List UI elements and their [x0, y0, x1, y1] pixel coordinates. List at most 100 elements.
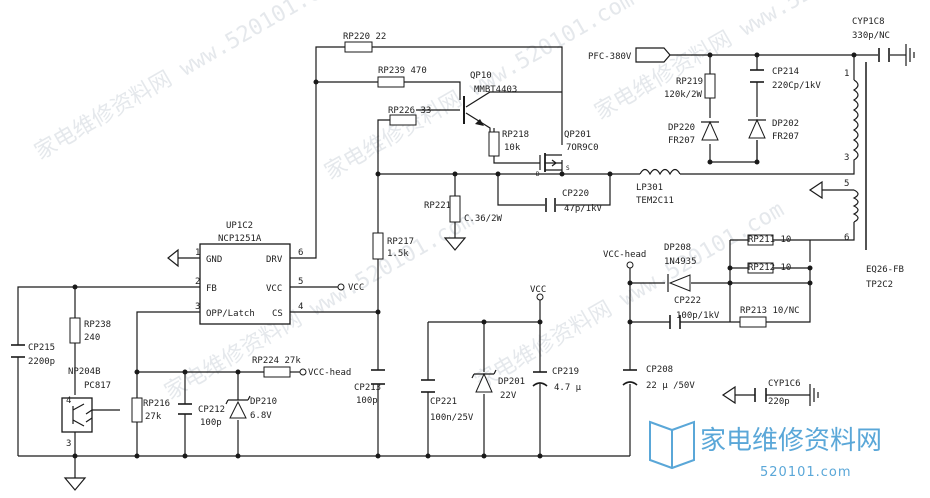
- label-vcc-head-right: VCC-head: [603, 250, 646, 260]
- label-cp219: CP219: [552, 367, 579, 377]
- label-cp221-val: 100n/25V: [430, 413, 474, 423]
- label-rp218-val: 10k: [504, 143, 521, 153]
- label-cp215: CP215: [28, 343, 55, 353]
- capacitor-cp215: [11, 344, 25, 358]
- label-dp201: DP201: [498, 377, 525, 387]
- label-rp219: RP219: [676, 77, 703, 87]
- label-drain-d: D: [536, 171, 540, 178]
- label-ic-drv: DRV: [266, 255, 283, 265]
- brand-url: 520101.com: [760, 465, 852, 480]
- label-cp208: CP208: [646, 365, 673, 375]
- ground-cyp106: [721, 385, 736, 405]
- label-cp221: CP221: [430, 397, 457, 407]
- label-rp239: RP239 470: [378, 66, 427, 76]
- resistor-rp224: [263, 366, 291, 378]
- capacitor-cp212: [178, 403, 192, 415]
- diode-dp210-zener: [225, 395, 251, 419]
- transformer-primary-winding: [852, 79, 859, 165]
- ground-ic-gnd: [167, 248, 179, 268]
- resistor-rp220: [344, 41, 373, 53]
- label-rp217: RP217: [387, 237, 414, 247]
- label-dp208: DP208: [664, 243, 691, 253]
- resistor-rp216: [131, 397, 143, 423]
- earth-cyp106: [809, 384, 819, 406]
- label-cyp108: CYP1C8: [852, 17, 885, 27]
- inductor-lp301: [639, 168, 681, 176]
- label-vcc-head-left: VCC-head: [308, 368, 351, 378]
- capacitor-cp220: [545, 198, 556, 212]
- label-qp201: QP201: [564, 130, 591, 140]
- label-cp212-val: 100p: [200, 418, 222, 428]
- ground-aux-winding: [808, 180, 823, 200]
- label-cyp106: CYP1C6: [768, 379, 801, 389]
- optocoupler-np204b: [61, 397, 93, 433]
- label-up102-part: NCP1251A: [218, 234, 262, 244]
- transformer-aux-winding: [852, 189, 859, 223]
- resistor-rp211: [747, 234, 774, 246]
- label-ic-gnd: GND: [206, 255, 222, 265]
- brand-name: 家电维修资料网: [700, 426, 882, 456]
- resistor-rp221: [449, 195, 461, 223]
- background-watermark: 家电维修资料网 www.520101.com 家电维修资料网 www.52010…: [31, 0, 909, 405]
- label-rp218: RP218: [502, 130, 529, 140]
- label-cp208-val: 22 μ /50V: [646, 381, 695, 391]
- label-pin5: 5: [844, 179, 849, 189]
- resistor-rp212: [747, 262, 774, 274]
- transistor-qp10: [463, 96, 484, 126]
- label-dp201-val: 22V: [500, 391, 517, 401]
- label-ic-cs: CS: [272, 309, 283, 319]
- label-rp211: RP211 10: [748, 235, 791, 245]
- pfc-input-connector: [635, 47, 671, 63]
- label-drain-s: S: [566, 165, 570, 172]
- label-vcc-top: VCC: [530, 285, 546, 295]
- label-lp301-part: TEM2C11: [636, 196, 674, 206]
- label-rp216-val: 27k: [145, 412, 162, 422]
- label-opto-pin3: 3: [66, 439, 71, 449]
- label-rp216: RP216: [143, 399, 170, 409]
- diode-dp208: [667, 274, 691, 292]
- label-pin3: 3: [844, 153, 849, 163]
- terminal-vcc-ic: [337, 283, 345, 291]
- label-ic-pin2: 2: [195, 277, 200, 287]
- capacitor-cp213: [371, 369, 385, 385]
- label-ic-pin4: 4: [298, 302, 303, 312]
- label-rp219-val: 120k/2W: [664, 90, 703, 100]
- label-cp222-val: 100p/1kV: [676, 311, 720, 321]
- label-lp301: LP301: [636, 183, 663, 193]
- ic-up102-body: [199, 243, 291, 325]
- label-np204b: NP204B: [68, 367, 101, 377]
- label-rp221-val: C.36/2W: [464, 214, 503, 224]
- label-cp215-val: 2200p: [28, 357, 55, 367]
- label-cp214-val: 220Cp/1kV: [772, 81, 821, 91]
- book-logo-icon: [649, 420, 695, 470]
- label-cp213-val: 100p: [356, 396, 378, 406]
- label-vcc-ic: VCC: [348, 283, 364, 293]
- label-cp220-val: 47p/1kV: [564, 204, 603, 214]
- capacitor-cyp108: [878, 48, 890, 62]
- component-labels: RP220 22 RP239 470 QP10 MMBT4403 RP226 3…: [28, 17, 904, 449]
- label-rp212: RP212 10: [748, 263, 791, 273]
- junction-dots: [72, 52, 857, 459]
- label-pfc: PFC-380V: [588, 52, 632, 62]
- label-dp202-part: FR207: [772, 132, 799, 142]
- diode-dp201-zener: [471, 369, 497, 393]
- label-dp202: DP202: [772, 119, 799, 129]
- label-cp213: CP213: [354, 383, 381, 393]
- label-qp10-part: MMBT4403: [474, 85, 517, 95]
- label-cp222: CP222: [674, 296, 701, 306]
- label-pin1: 1: [844, 69, 849, 79]
- label-qp201-part: 7OR9C0: [566, 143, 599, 153]
- label-dp210-val: 6.8V: [250, 411, 272, 421]
- label-rp226: RP226 33: [388, 106, 431, 116]
- terminal-vcc-head-right: [626, 261, 634, 269]
- terminal-vcc-head-left: [299, 368, 307, 376]
- diode-dp220: [701, 120, 719, 141]
- label-cyp108-val: 330p/NC: [852, 31, 890, 41]
- label-dp210: DP210: [250, 397, 277, 407]
- resistor-rp217: [372, 232, 384, 260]
- resistor-rp218: [488, 131, 500, 157]
- brand-watermark: 家电维修资料网 520101.com: [649, 420, 882, 480]
- label-ic-opp: OPP/Latch: [206, 309, 255, 319]
- earth-cyp108: [905, 44, 915, 66]
